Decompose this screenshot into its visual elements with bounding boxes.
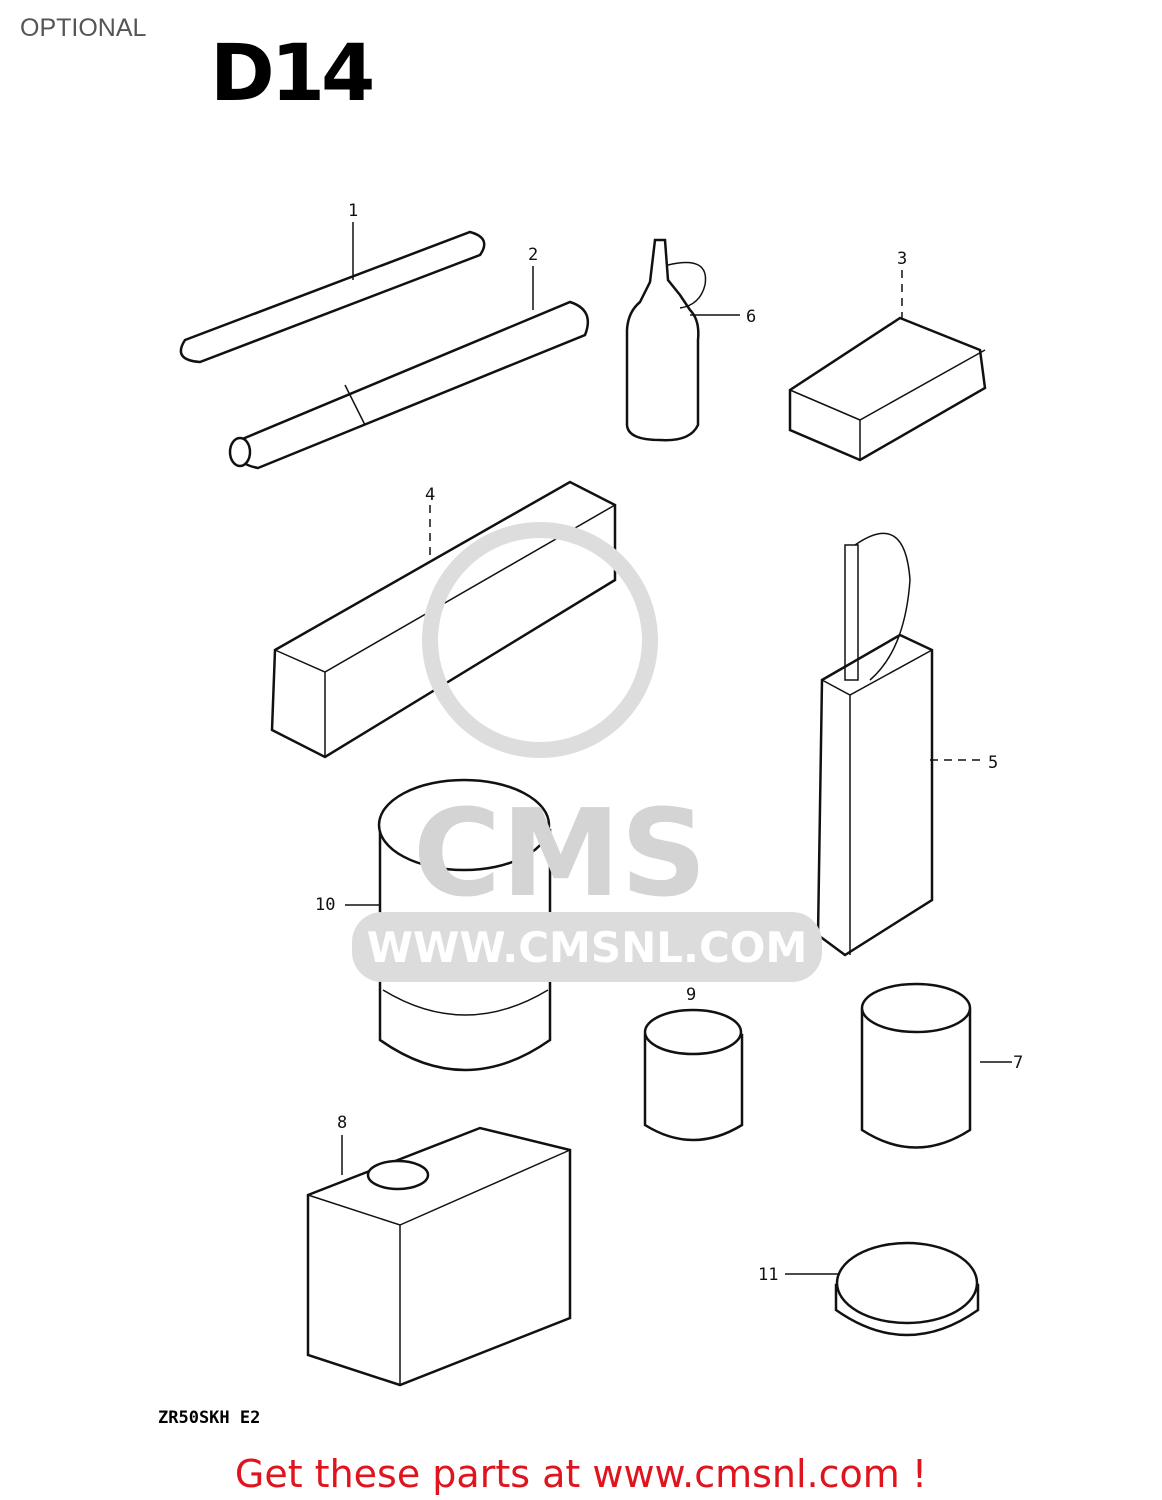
callout-3: 3 bbox=[897, 249, 907, 269]
watermark: CMS WWW.CMSNL.COM bbox=[352, 522, 822, 982]
diagram-code: D14 bbox=[210, 29, 372, 119]
callout-1: 1 bbox=[348, 201, 358, 221]
callout-2: 2 bbox=[528, 245, 538, 265]
part-5-fuel-can[interactable]: 5 bbox=[816, 532, 998, 957]
callout-4: 4 bbox=[425, 485, 435, 505]
section-label: OPTIONAL bbox=[20, 14, 147, 42]
part-2-tube[interactable]: 2 bbox=[228, 245, 590, 470]
part-9-small-can[interactable]: 9 bbox=[643, 985, 744, 1142]
part-4-bond-box[interactable]: 4 bbox=[270, 480, 617, 759]
part-1-tire-lever[interactable]: 1 bbox=[179, 201, 486, 364]
callout-11: 11 bbox=[758, 1265, 778, 1285]
callout-9: 9 bbox=[686, 985, 696, 1005]
part-8-oil-tin[interactable]: 8 bbox=[306, 1113, 572, 1387]
watermark-logo: CMS bbox=[413, 785, 707, 924]
watermark-url: WWW.CMSNL.COM bbox=[367, 923, 808, 972]
callout-10: 10 bbox=[315, 895, 335, 915]
callout-6: 6 bbox=[746, 307, 756, 327]
callout-8: 8 bbox=[337, 1113, 347, 1133]
part-3-box[interactable]: 3 bbox=[788, 249, 987, 462]
part-6-oil-bottle[interactable]: 6 bbox=[625, 238, 756, 442]
part-11-cap[interactable]: 11 bbox=[758, 1241, 980, 1337]
callout-5: 5 bbox=[988, 753, 998, 773]
callout-7: 7 bbox=[1013, 1053, 1023, 1073]
drawing-reference: ZR50SKH E2 bbox=[158, 1408, 261, 1428]
footer-link[interactable]: Get these parts at www.cmsnl.com ! bbox=[234, 1452, 928, 1496]
part-7-can[interactable]: 7 bbox=[860, 982, 1023, 1149]
